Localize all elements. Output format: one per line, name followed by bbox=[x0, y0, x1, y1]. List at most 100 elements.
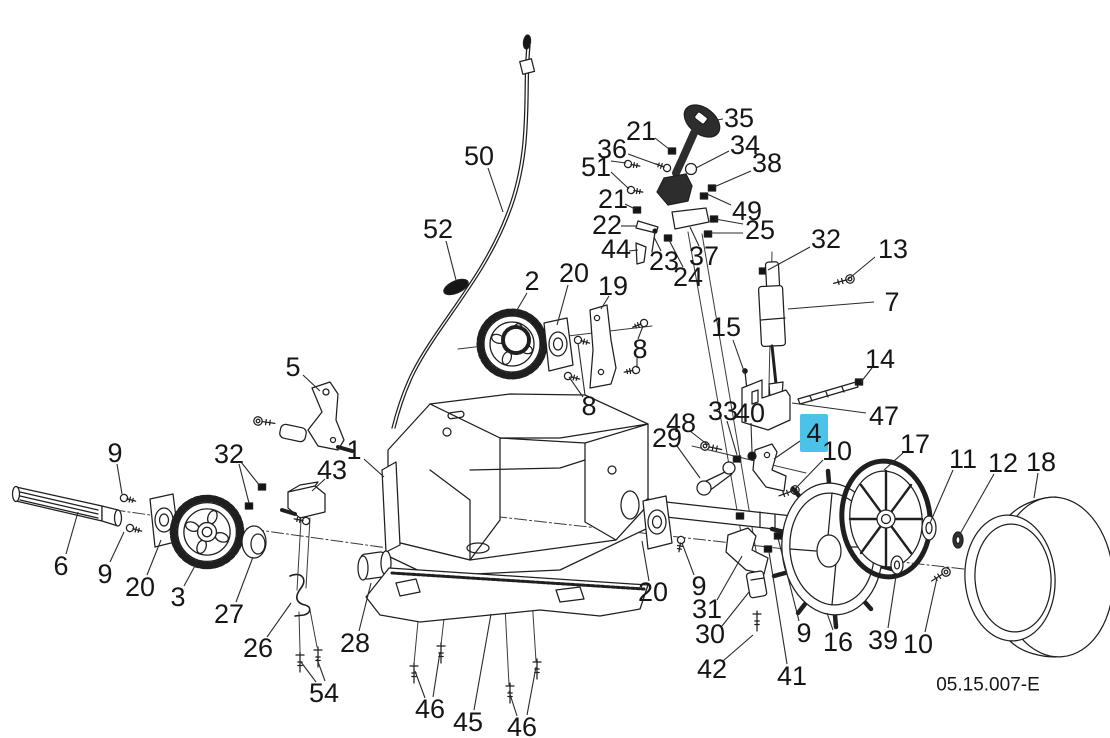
lever-assembly bbox=[623, 98, 726, 264]
link-29-top-eye bbox=[723, 462, 735, 474]
part-label-10[interactable]: 10 bbox=[903, 629, 933, 659]
part-label-29[interactable]: 29 bbox=[652, 423, 682, 453]
shaft-6-right-cap bbox=[115, 510, 122, 526]
part-label-35[interactable]: 35 bbox=[724, 103, 754, 133]
part-label-26[interactable]: 26 bbox=[243, 633, 273, 663]
part-label-42[interactable]: 42 bbox=[697, 654, 727, 684]
baffle-assembly bbox=[366, 568, 648, 704]
part-label-1[interactable]: 1 bbox=[346, 435, 361, 465]
link-29-bottom-eye bbox=[697, 481, 711, 495]
part-label-33[interactable]: 33 bbox=[708, 396, 738, 426]
part-label-52[interactable]: 52 bbox=[423, 214, 453, 244]
leader-line-9 bbox=[116, 463, 123, 495]
leader-line-3 bbox=[183, 563, 197, 587]
part-label-38[interactable]: 38 bbox=[752, 148, 782, 178]
screw-32-b bbox=[244, 502, 254, 510]
leader-line-39 bbox=[887, 575, 897, 629]
part-label-7[interactable]: 7 bbox=[884, 287, 899, 317]
part-label-23[interactable]: 23 bbox=[649, 246, 679, 276]
part-label-21[interactable]: 21 bbox=[598, 184, 628, 214]
arm-5-hole-top bbox=[323, 389, 329, 395]
bolt-54-a bbox=[295, 651, 305, 673]
leader-line-25 bbox=[714, 218, 744, 225]
lever-plate-37 bbox=[672, 208, 709, 229]
part-label-8[interactable]: 8 bbox=[632, 334, 647, 364]
part-label-25[interactable]: 25 bbox=[745, 215, 775, 245]
damper-rod bbox=[772, 346, 776, 384]
damper-body-band bbox=[761, 318, 785, 320]
part-label-12[interactable]: 12 bbox=[988, 448, 1018, 478]
leader-line-44 bbox=[628, 249, 639, 252]
axis-lever-drop-2 bbox=[702, 234, 762, 586]
part-label-6[interactable]: 6 bbox=[53, 551, 68, 581]
part-label-47[interactable]: 47 bbox=[869, 401, 899, 431]
part-label-50[interactable]: 50 bbox=[464, 141, 494, 171]
leader-line-19 bbox=[600, 295, 610, 310]
leader-line-48 bbox=[689, 430, 709, 446]
part-label-2[interactable]: 2 bbox=[524, 266, 539, 296]
part-label-45[interactable]: 45 bbox=[453, 707, 483, 737]
part-label-32[interactable]: 32 bbox=[214, 439, 244, 469]
part-label-5[interactable]: 5 bbox=[285, 352, 300, 382]
part-label-32[interactable]: 32 bbox=[811, 224, 841, 254]
screw-24 bbox=[663, 234, 673, 242]
part-label-22[interactable]: 22 bbox=[592, 210, 622, 240]
part-label-9[interactable]: 9 bbox=[796, 618, 811, 648]
part-label-18[interactable]: 18 bbox=[1026, 447, 1056, 477]
diagram-code: 05.15.007-E bbox=[936, 675, 1040, 696]
bolt-42 bbox=[752, 610, 762, 632]
part-label-9[interactable]: 9 bbox=[107, 438, 122, 468]
leader-line-33 bbox=[726, 420, 738, 456]
leader-line-51 bbox=[610, 160, 627, 164]
leader-line-24 bbox=[668, 239, 684, 268]
part-label-8[interactable]: 8 bbox=[581, 391, 596, 421]
part-label-15[interactable]: 15 bbox=[711, 312, 741, 342]
part-label-43[interactable]: 43 bbox=[317, 455, 347, 485]
part-label-41[interactable]: 41 bbox=[777, 661, 807, 691]
part-label-19[interactable]: 19 bbox=[598, 271, 628, 301]
part-label-49[interactable]: 49 bbox=[732, 196, 762, 226]
part-label-3[interactable]: 3 bbox=[170, 582, 185, 612]
part-label-9[interactable]: 9 bbox=[97, 559, 112, 589]
part-label-4[interactable]: 4 bbox=[806, 418, 821, 448]
part-label-46[interactable]: 46 bbox=[507, 712, 537, 738]
part-label-20[interactable]: 20 bbox=[559, 258, 589, 288]
screw-8-a bbox=[630, 317, 650, 332]
part-label-13[interactable]: 13 bbox=[878, 234, 908, 264]
part-label-37[interactable]: 37 bbox=[689, 241, 719, 271]
spindle-5 bbox=[279, 423, 307, 442]
part-label-46[interactable]: 46 bbox=[415, 694, 445, 724]
part-label-44[interactable]: 44 bbox=[601, 234, 631, 264]
part-label-34[interactable]: 34 bbox=[730, 130, 760, 160]
part-label-51[interactable]: 51 bbox=[581, 152, 611, 182]
part-label-27[interactable]: 27 bbox=[214, 599, 244, 629]
part-label-39[interactable]: 39 bbox=[868, 625, 898, 655]
part-label-11[interactable]: 11 bbox=[949, 444, 977, 474]
hub-washer-39-outer bbox=[891, 556, 903, 574]
leader-line-47 bbox=[791, 402, 867, 414]
nut-axle bbox=[735, 512, 745, 520]
part-label-36[interactable]: 36 bbox=[597, 134, 627, 164]
part-label-14[interactable]: 14 bbox=[865, 344, 895, 374]
part-label-20[interactable]: 20 bbox=[638, 577, 668, 607]
part-label-17[interactable]: 17 bbox=[900, 429, 930, 459]
bolt-10-right bbox=[928, 565, 953, 586]
leader-line-36 bbox=[627, 153, 665, 168]
nut-40 bbox=[748, 452, 756, 460]
part-label-28[interactable]: 28 bbox=[340, 628, 370, 658]
part-label-21[interactable]: 21 bbox=[626, 116, 656, 146]
leader-line-9 bbox=[681, 542, 695, 576]
leader-line-20 bbox=[556, 284, 569, 326]
part-label-54[interactable]: 54 bbox=[309, 678, 339, 708]
part-label-20[interactable]: 20 bbox=[125, 572, 155, 602]
part-label-31[interactable]: 31 bbox=[692, 594, 722, 624]
part-label-16[interactable]: 16 bbox=[823, 627, 853, 657]
part-label-30[interactable]: 30 bbox=[695, 619, 725, 649]
part-label-24[interactable]: 24 bbox=[673, 262, 703, 292]
part-label-9[interactable]: 9 bbox=[691, 571, 706, 601]
part-label-10[interactable]: 10 bbox=[822, 436, 852, 466]
leader-line-51 bbox=[610, 171, 630, 190]
part-label-48[interactable]: 48 bbox=[666, 408, 696, 438]
part-label-40[interactable]: 40 bbox=[735, 398, 765, 428]
